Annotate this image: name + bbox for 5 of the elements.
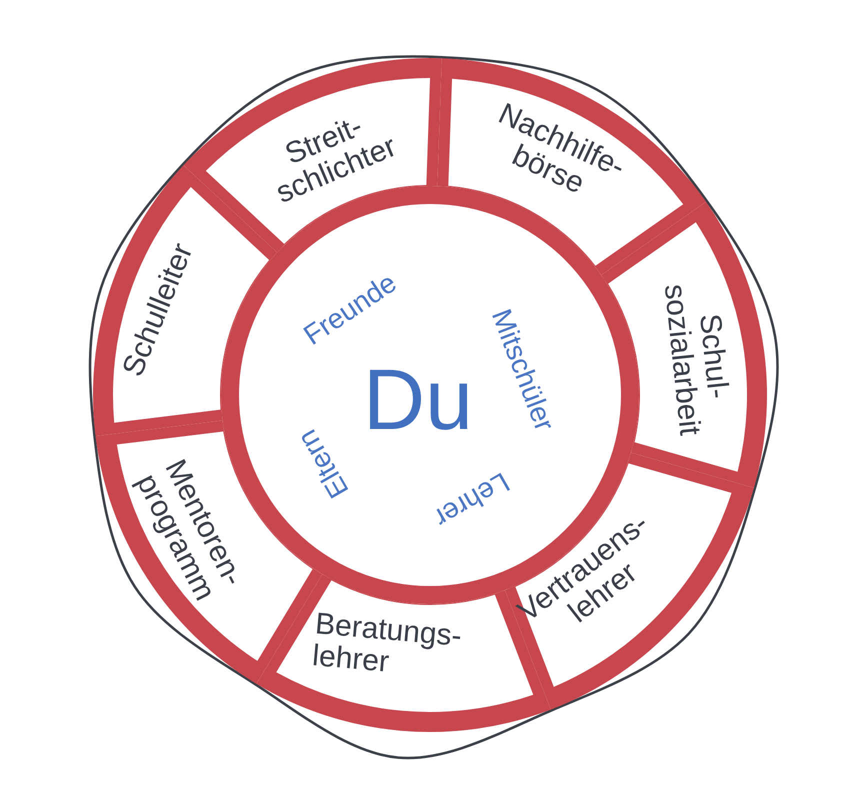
ring-segment [601, 201, 767, 488]
segment-label: Schul- sozialarbeit [658, 281, 736, 437]
ring-segment [93, 165, 278, 437]
center-label: Du [363, 357, 473, 443]
segment-label: Beratungs- lehrer [311, 608, 463, 680]
